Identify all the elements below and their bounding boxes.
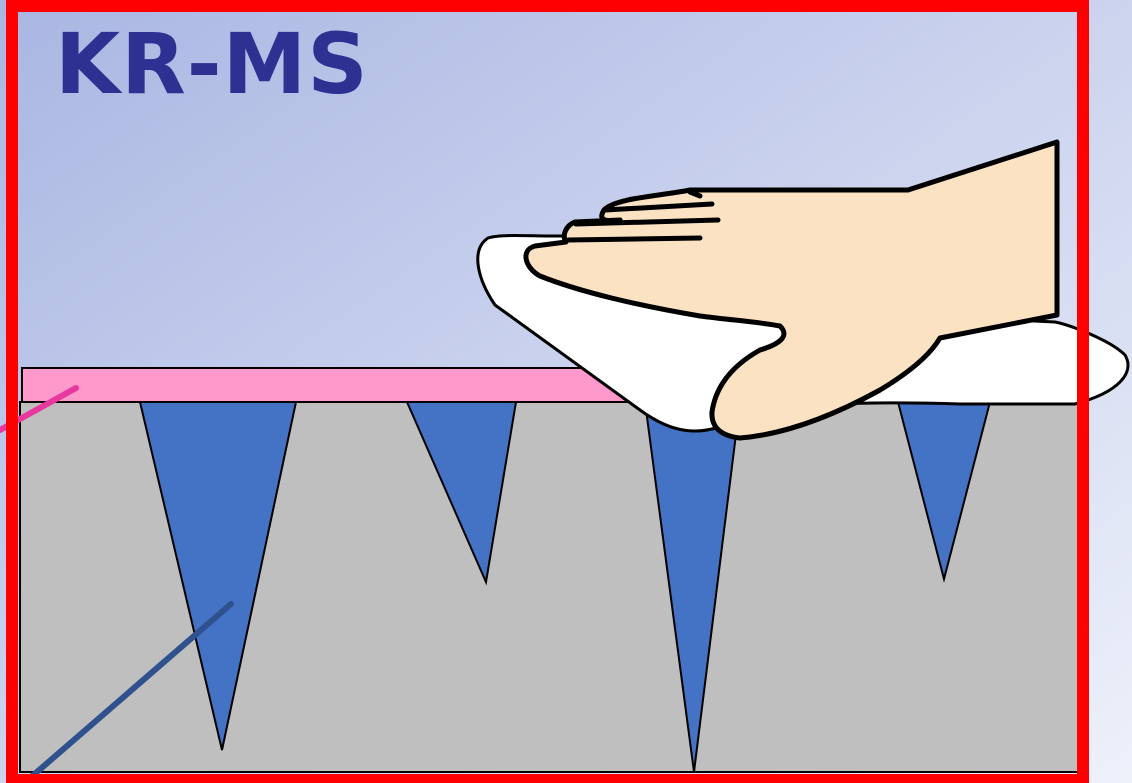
finger-line — [602, 201, 715, 213]
finger-line — [565, 235, 703, 243]
pore-pointer-line — [27, 601, 234, 781]
frame-border — [6, 0, 1089, 783]
finger-line — [687, 189, 703, 199]
finger-line — [573, 217, 721, 227]
slide-title: KR-MS — [55, 15, 369, 113]
